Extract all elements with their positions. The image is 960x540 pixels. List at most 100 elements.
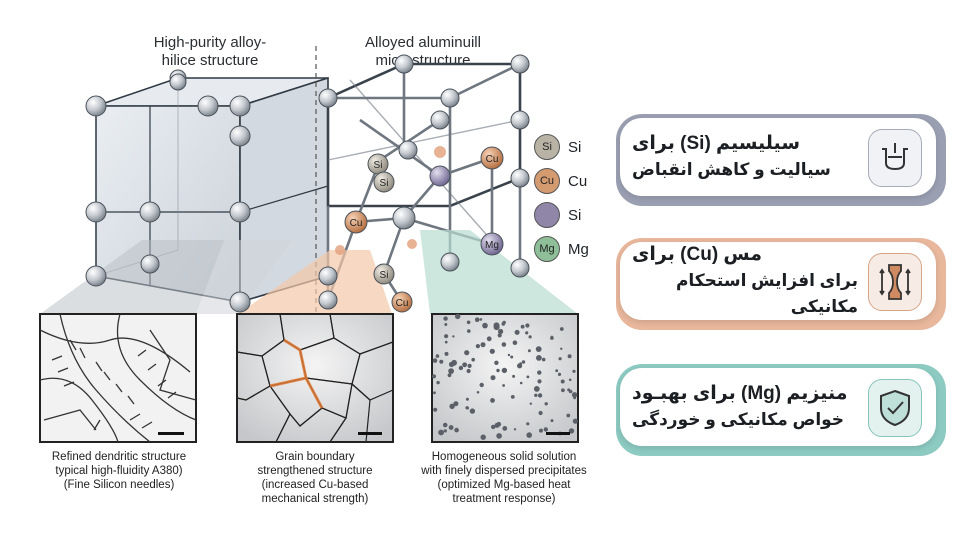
precipitate-dot — [475, 344, 480, 349]
atom-label-cu-1: Cu — [350, 218, 363, 229]
precipitate-dot — [566, 413, 571, 418]
precipitate-dot — [501, 367, 508, 374]
precipitate-dot — [447, 373, 452, 378]
precipitate-dot — [443, 316, 448, 321]
precipitate-dot — [519, 381, 523, 385]
legend-cu: Cu Cu — [534, 168, 587, 194]
precipitate-dot — [501, 342, 507, 347]
left-structure-heading: High-purity alloy- hilice structure — [100, 34, 320, 70]
precipitate-dot — [496, 433, 502, 439]
precipitate-dot — [543, 427, 548, 432]
precipitate-dot — [537, 379, 542, 384]
precipitate-dot — [502, 426, 508, 431]
precipitate-dot — [439, 359, 444, 364]
precipitate-dot — [474, 317, 480, 323]
precipitate-dot — [490, 375, 496, 381]
caption-dendritic: Refined dendritic structure typical high… — [16, 450, 222, 492]
legend-si-symbol: Si — [542, 141, 552, 153]
tensile-specimen-icon — [868, 253, 922, 311]
precipitate-dot — [533, 386, 540, 392]
precipitate-dot — [482, 322, 488, 329]
precipitate-dot — [444, 323, 448, 326]
precipitate-dot — [448, 425, 454, 430]
lattice-illustration: Si Si Si Cu Cu Cu Mg — [39, 46, 579, 443]
precipitate-dot — [493, 322, 500, 329]
card-silicon-text: سیلیسیم (Si) برای سیالیت و کاهش انقباض — [632, 118, 858, 196]
card-silicon: سیلیسیم (Si) برای سیالیت و کاهش انقباض — [616, 114, 946, 206]
card-copper-text: مس (Cu) برای برای افزایش استحکام مکانیکی — [632, 242, 858, 320]
caption-dendritic-line-1: Refined dendritic structure — [51, 451, 187, 463]
precipitate-dot — [476, 391, 480, 394]
precipitate-dot — [433, 407, 438, 412]
precipitate-dot — [467, 329, 471, 333]
precipitate-dot — [572, 369, 576, 373]
caption-precip-line-1: Homogeneous solid solution — [431, 451, 577, 463]
atom-label-si-3: Si — [380, 270, 389, 281]
precipitate-dot — [561, 388, 565, 393]
card-copper-body: مس (Cu) برای برای افزایش استحکام مکانیکی — [620, 242, 936, 320]
precipitate-dot — [432, 374, 436, 379]
right-projection — [420, 230, 578, 314]
precipitate-dot — [537, 370, 542, 375]
precipitate-dot — [559, 327, 564, 331]
precipitate-dot — [568, 428, 575, 434]
legend-violet-label: Si — [568, 206, 582, 224]
precipitate-dot — [452, 335, 455, 338]
precipitate-dot — [538, 410, 543, 416]
pure-atoms — [85, 69, 338, 313]
precipitate-dot — [526, 422, 530, 426]
precipitate-dot — [491, 424, 496, 430]
precipitate-dot — [512, 340, 518, 346]
precipitate-dot — [544, 402, 548, 406]
left-heading-line-2: hilice structure — [161, 52, 259, 69]
legend-mg: Mg Mg — [534, 236, 589, 262]
precipitate-dot — [490, 398, 495, 403]
card-silicon-body: سیلیسیم (Si) برای سیالیت و کاهش انقباض — [620, 118, 936, 196]
precipitate-dot — [535, 346, 542, 352]
precipitate-dot — [521, 360, 526, 364]
card-magnesium-body: منیزیم (Mg) برای بهبـود خواص مکانیکی و خ… — [620, 368, 936, 446]
precipitate-dot — [454, 427, 459, 433]
precipitate-dot — [571, 392, 578, 398]
precipitate-dot — [435, 354, 440, 358]
card-copper-subtitle: برای افزایش استحکام مکانیکی — [675, 271, 858, 316]
precipitate-dot — [453, 401, 459, 407]
card-copper-title: مس (Cu) برای — [632, 244, 763, 265]
inset-grain-boundary — [236, 313, 394, 443]
precipitate-dot — [497, 333, 502, 338]
card-silicon-title: سیلیسیم (Si) برای — [632, 133, 801, 154]
precipitate-dot — [557, 372, 562, 376]
precipitate-dot — [567, 388, 571, 392]
precipitate-dot — [520, 324, 525, 329]
precipitate-dot — [519, 362, 522, 365]
caption-grain-line-4: mechanical strength) — [261, 493, 369, 505]
precipitate-dot — [465, 406, 469, 410]
precipitate-dot — [480, 342, 486, 348]
precipitate-dot — [501, 322, 506, 326]
atom-label-cu-2: Cu — [486, 154, 499, 165]
caption-precip-line-3: (optimized Mg-based heat — [437, 479, 571, 491]
card-magnesium-text: منیزیم (Mg) برای بهبـود خواص مکانیکی و خ… — [632, 368, 858, 446]
card-magnesium: منیزیم (Mg) برای بهبـود خواص مکانیکی و خ… — [616, 364, 946, 456]
precipitate-dot — [479, 382, 484, 388]
precipitate-dot — [526, 375, 530, 379]
precipitate-dot — [502, 384, 505, 387]
atom-label-si-2: Si — [380, 178, 389, 189]
precipitate-dot — [466, 368, 471, 374]
precipitate-dot — [466, 320, 471, 325]
alloy-atoms — [318, 54, 530, 313]
precipitate-dot — [451, 359, 457, 366]
middle-projection — [238, 250, 392, 314]
precipitate-dot — [442, 422, 448, 428]
precipitate-dot — [455, 314, 461, 320]
alloy-atom-labels: Si Si Si Cu Cu Cu Mg — [350, 154, 499, 309]
precipitate-dot — [489, 348, 495, 354]
card-magnesium-subtitle: خواص مکانیکی و خوردگی — [632, 410, 845, 429]
precipitate-dot — [529, 402, 532, 405]
caption-precipitates: Homogeneous solid solution with finely d… — [404, 450, 604, 506]
precipitate-dot — [550, 419, 554, 423]
precipitate-dot — [444, 340, 448, 344]
precipitate-dot — [536, 355, 542, 361]
precipitate-dot — [534, 393, 538, 397]
precipitate-dot — [558, 357, 562, 361]
